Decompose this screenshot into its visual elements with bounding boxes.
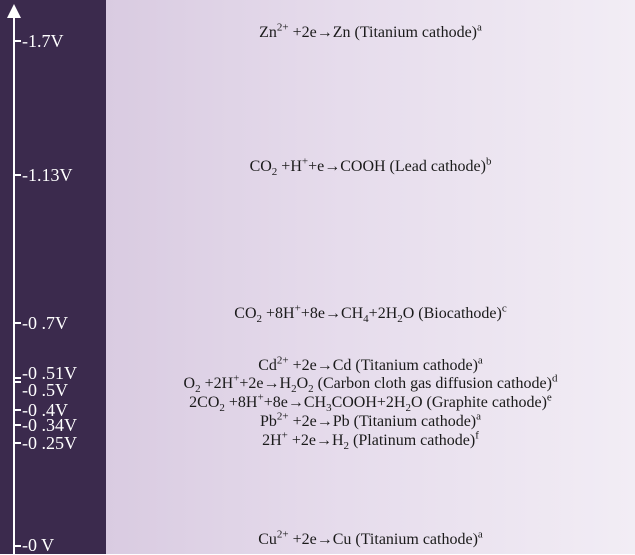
tick-mark: [14, 424, 21, 426]
reaction-co2-acetate: 2CO2 +8H++8e→CH3COOH+2H2O (Graphite cath…: [189, 391, 552, 415]
potential-label: -0 .34V: [22, 415, 77, 435]
axis-arrow-icon: [7, 4, 21, 18]
potential-label: -1.13V: [22, 165, 73, 185]
potential-scale: -1.7V -1.13V -0 .7V -0 .51V -0 .5V -0 .4…: [0, 0, 106, 554]
tick-mark: [14, 409, 21, 411]
tick-mark: [14, 377, 21, 379]
potential-label: -0 .25V: [22, 433, 77, 453]
reaction-o2-h2o2: O2 +2H++2e→H2O2 (Carbon cloth gas diffus…: [183, 372, 558, 396]
potential-axis: [13, 16, 15, 554]
potential-label: -0 V: [22, 535, 55, 555]
reaction-cd: Cd2+ +2e→Cd (Titanium cathode)a: [258, 354, 483, 374]
reaction-h2: 2H+ +2e→H2 (Platinum cathode)f: [262, 429, 479, 453]
reaction-co2-ch4: CO2 +8H++8e→CH4+2H2O (Biocathode)c: [234, 302, 507, 326]
tick-mark: [14, 381, 21, 383]
tick-mark: [14, 40, 21, 42]
potential-label: -0 .4V: [22, 400, 68, 420]
potential-label: -1.7V: [22, 31, 64, 51]
potential-label: -0 .5V: [22, 380, 68, 400]
tick-mark: [14, 442, 21, 444]
tick-mark: [14, 322, 21, 324]
potential-label: -0 .51V: [22, 363, 77, 383]
reaction-cu: Cu2+ +2e→Cu (Titanium cathode)a: [258, 528, 483, 548]
potential-label: -0 .7V: [22, 313, 68, 333]
tick-mark: [14, 174, 21, 176]
reaction-zn: Zn2+ +2e→Zn (Titanium cathode)a: [259, 21, 482, 41]
reaction-pb: Pb2+ +2e→Pb (Titanium cathode)a: [259, 410, 482, 430]
reaction-co2-cooh: CO2 +H++e→COOH (Lead cathode)b: [249, 155, 492, 179]
tick-mark: [14, 545, 21, 547]
reaction-panel: Zn2+ +2e→Zn (Titanium cathode)a CO2 +H++…: [106, 0, 635, 554]
